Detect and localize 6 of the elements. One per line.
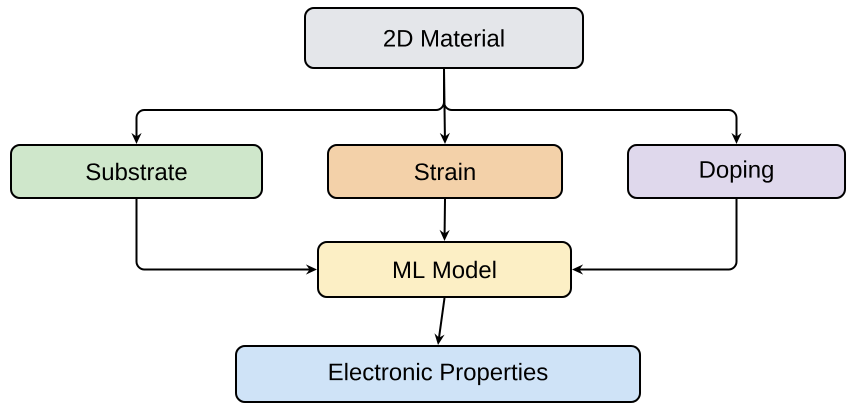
process-box: Strain: [327, 144, 563, 199]
process-box: 2D Material: [304, 7, 584, 69]
process-box: Doping: [627, 144, 846, 199]
process-box: ML Model: [317, 241, 572, 298]
process-box: Substrate: [10, 144, 263, 199]
process-box: Electronic Properties: [235, 345, 641, 403]
